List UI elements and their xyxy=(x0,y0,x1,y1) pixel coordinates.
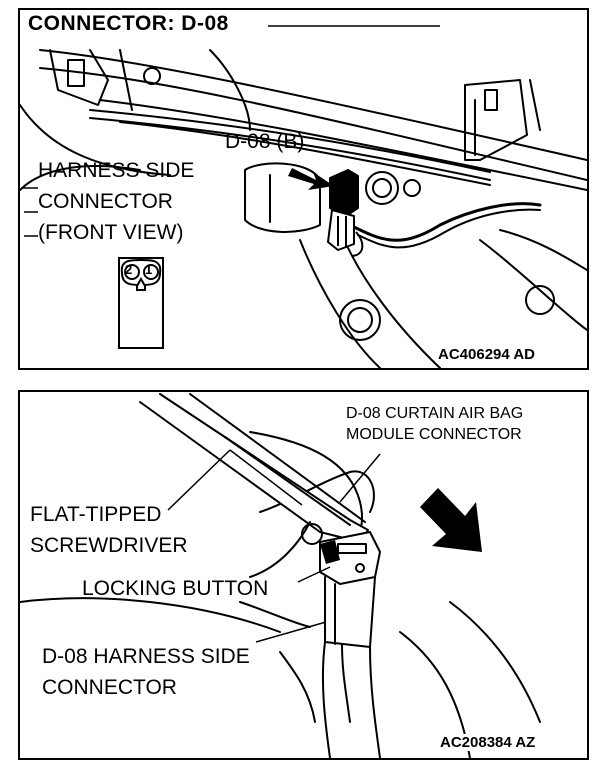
connector-disconnect-panel: D-08 CURTAIN AIR BAG MODULE CONNECTOR FL… xyxy=(18,390,589,760)
pointer-arrow xyxy=(288,168,334,190)
harness-connector-label-line1: D-08 HARNESS SIDE xyxy=(42,645,250,668)
figure-code: AC208384 AZ xyxy=(438,734,538,752)
direction-arrow xyxy=(420,488,482,552)
screwdriver-label-line1: FLAT-TIPPED xyxy=(30,503,162,526)
connector-label: D-08 (B) xyxy=(225,130,305,153)
screwdriver-label: FLAT-TIPPED SCREWDRIVER xyxy=(30,499,188,561)
connector-d08-b xyxy=(327,169,364,257)
front-view-connector-diagram xyxy=(118,257,164,349)
harness-side-label-line2: CONNECTOR xyxy=(38,190,173,213)
panel-title: CONNECTOR: D-08 xyxy=(26,12,231,37)
module-connector-label: D-08 CURTAIN AIR BAG MODULE CONNECTOR xyxy=(346,403,524,445)
figure-code: AC406294 AD xyxy=(436,346,537,364)
connector-location-panel: CONNECTOR: D-08 D-08 (B) HARNESS SIDE CO… xyxy=(18,8,589,370)
harness-side-label-line3: (FRONT VIEW) xyxy=(38,221,184,244)
harness-connector-label-line2: CONNECTOR xyxy=(42,676,177,699)
vehicle-body-illustration xyxy=(20,25,587,368)
module-connector-label-line1: D-08 CURTAIN AIR BAG xyxy=(346,405,524,422)
harness-side-label: HARNESS SIDE CONNECTOR (FRONT VIEW) xyxy=(38,155,194,248)
disconnect-procedure-illustration xyxy=(20,393,541,758)
module-connector-label-line2: MODULE CONNECTOR xyxy=(346,426,522,443)
pin-2-label: 2 xyxy=(125,262,133,277)
screwdriver-label-line2: SCREWDRIVER xyxy=(30,534,188,557)
locking-button-label: LOCKING BUTTON xyxy=(82,577,269,600)
harness-side-label-line1: HARNESS SIDE xyxy=(38,159,195,182)
pin-1-label: 1 xyxy=(145,262,153,277)
harness-connector-label: D-08 HARNESS SIDE CONNECTOR xyxy=(42,641,250,703)
